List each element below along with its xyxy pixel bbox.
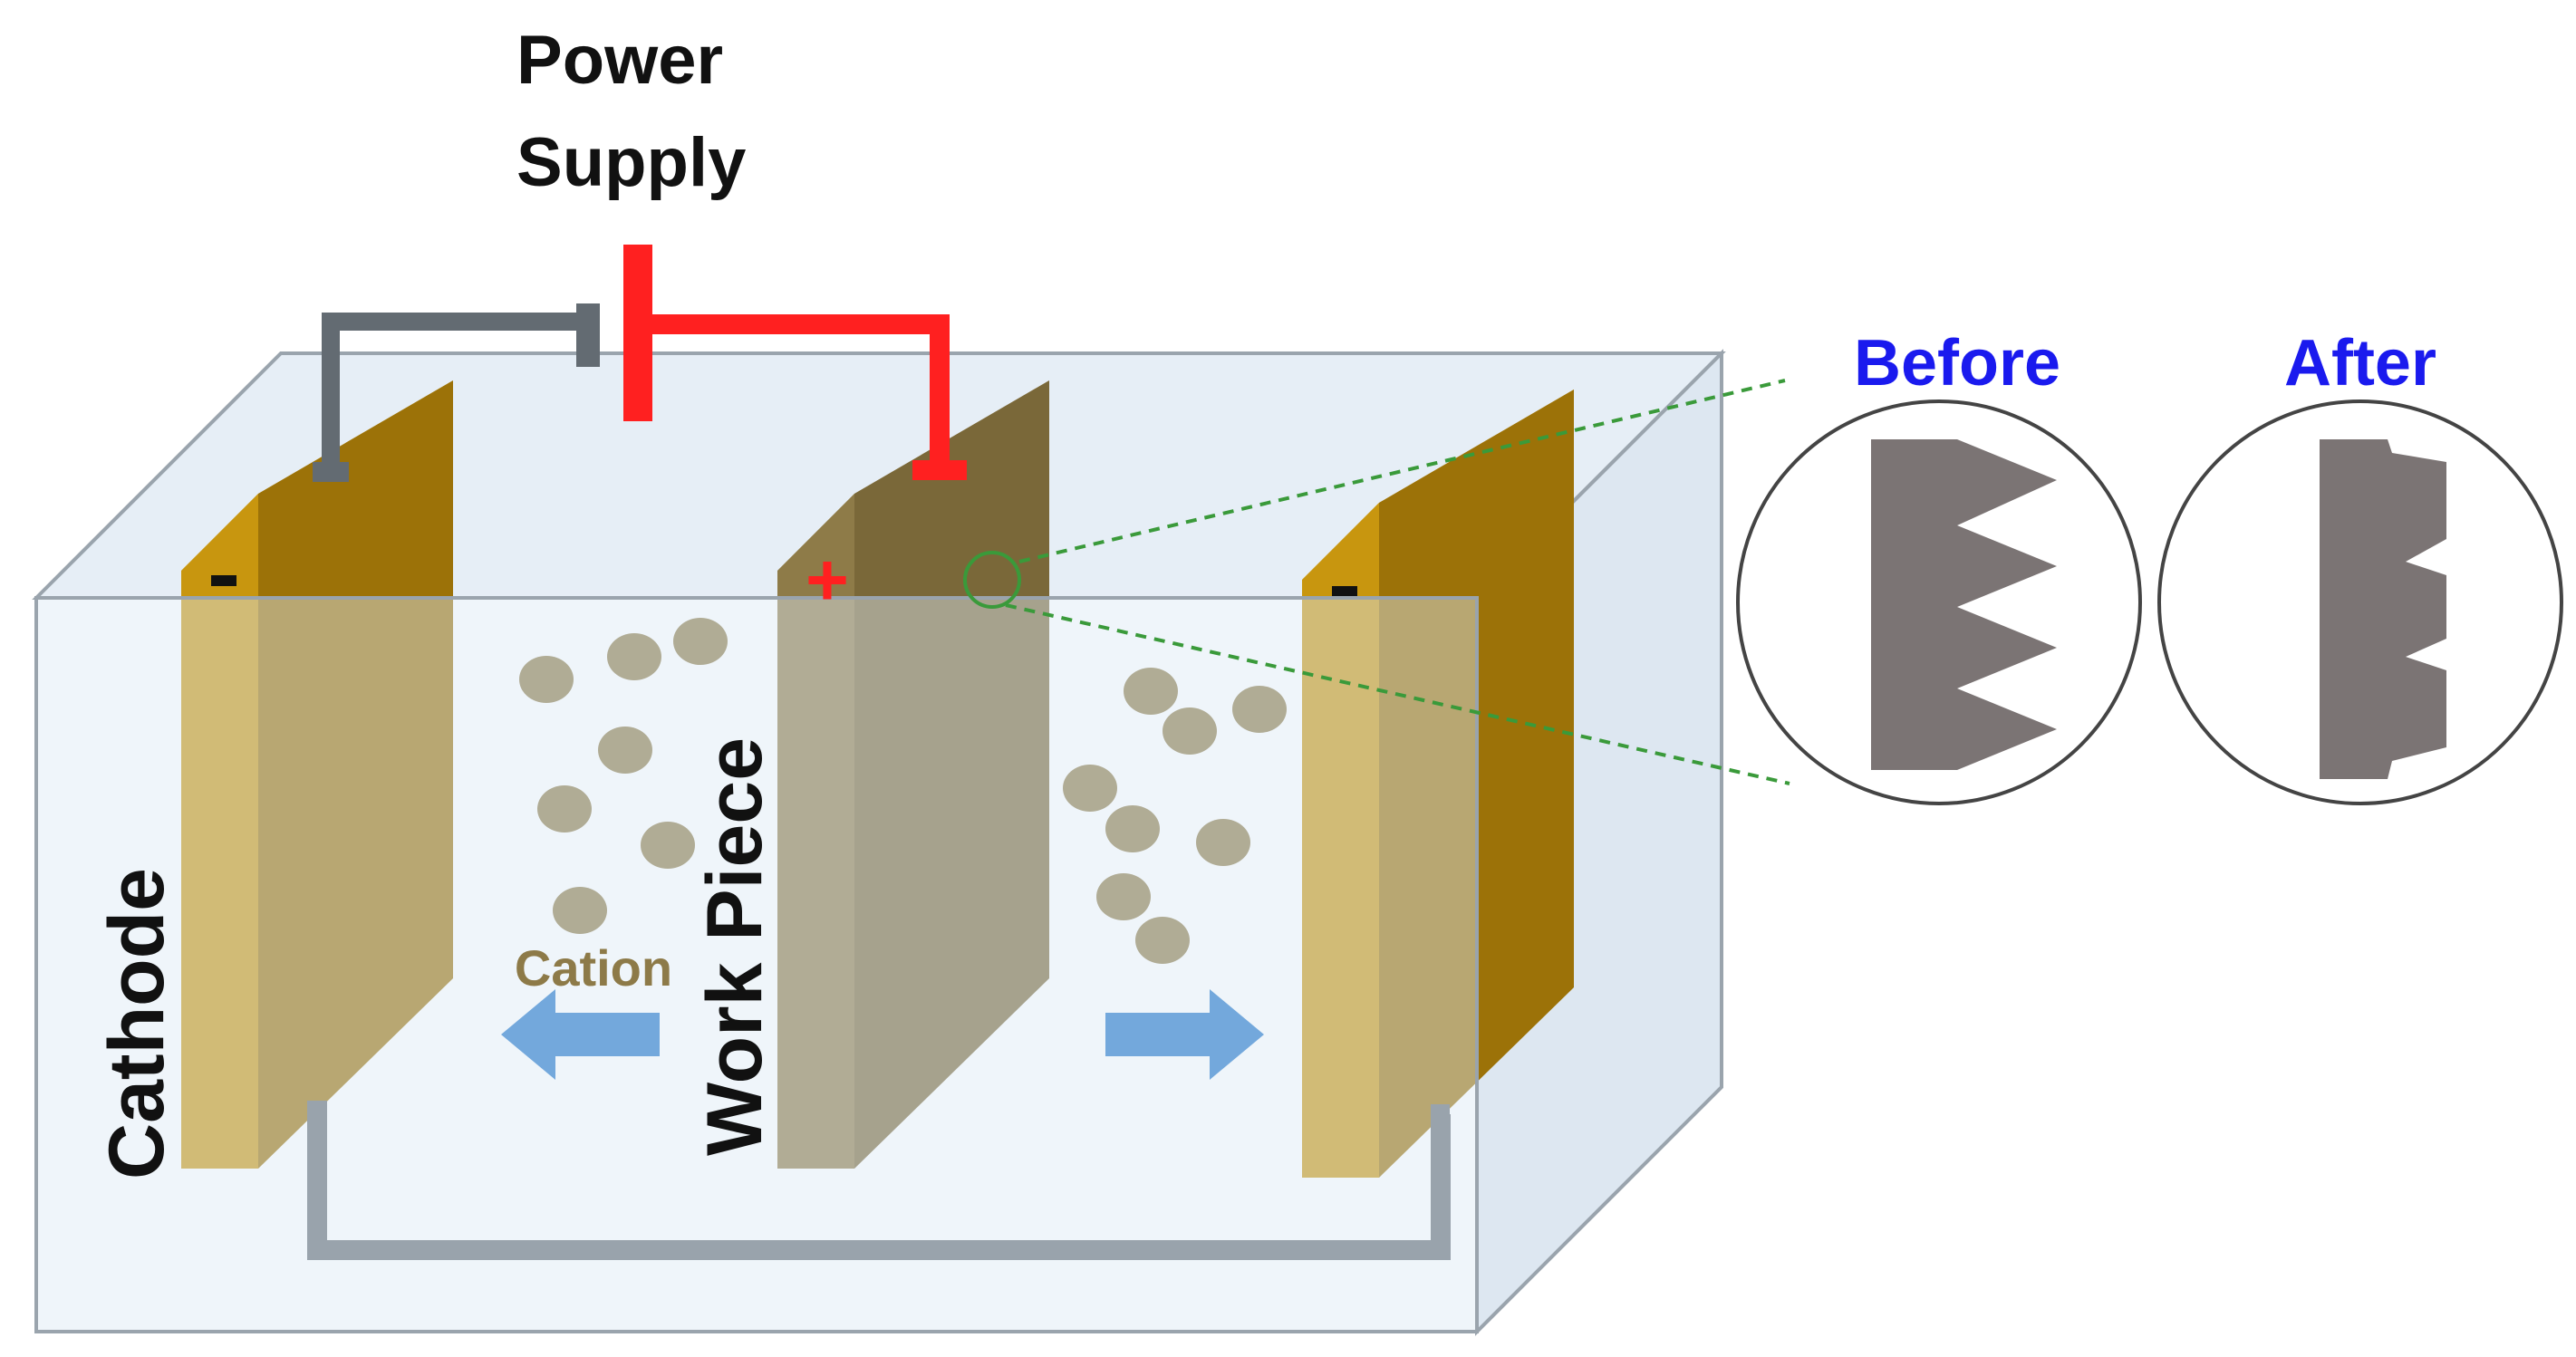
particle [537, 785, 592, 832]
positive-wire [643, 314, 950, 467]
particle [1105, 805, 1160, 852]
before-label: Before [1854, 327, 2060, 399]
zoom-line-upper [1018, 379, 1786, 563]
after-smooth-profile [2320, 439, 2446, 779]
workpiece-side [854, 380, 1049, 1169]
particle [607, 633, 661, 680]
anode-terminal [912, 460, 967, 480]
particle [673, 618, 728, 665]
before-rough-profile [1871, 439, 2057, 770]
cathode-terminal [313, 462, 349, 482]
particle [1163, 707, 1217, 755]
cation-particles [519, 618, 1287, 964]
right-cathode-front [1302, 503, 1379, 1178]
power-supply-negative-plate [576, 303, 600, 367]
arrow-right-icon [1105, 989, 1264, 1080]
arrow-left-icon [501, 989, 660, 1080]
particle [1232, 686, 1287, 733]
particle [1135, 917, 1190, 964]
cathode-label: Cathode [93, 868, 180, 1179]
cation-label: Cation [515, 939, 672, 996]
left-cathode-front [181, 494, 258, 1169]
work-piece-label: Work Piece [691, 737, 778, 1156]
right-cathode-minus-icon [1332, 586, 1357, 597]
particle [1124, 668, 1178, 715]
plus-icon: + [806, 539, 849, 621]
power-supply-label-line1: Power [516, 22, 723, 99]
particle [519, 656, 574, 703]
zoom-line-lower [1005, 603, 1790, 785]
bottom-connecting-wire [307, 1101, 1451, 1260]
tank-front-face [34, 596, 1479, 1333]
particle [553, 887, 607, 934]
after-label: After [2284, 327, 2436, 399]
left-cathode-side [258, 380, 453, 1169]
zoom-spot-circle [963, 551, 1021, 609]
particle [1196, 819, 1250, 866]
left-cathode-minus-icon [211, 575, 236, 586]
particle [641, 822, 695, 869]
particle [598, 727, 652, 774]
power-supply-label-line2: Supply [516, 124, 746, 201]
workpiece-front [777, 494, 854, 1169]
particle [1096, 873, 1151, 920]
particle [1063, 765, 1117, 812]
power-supply-positive-plate [623, 245, 652, 421]
